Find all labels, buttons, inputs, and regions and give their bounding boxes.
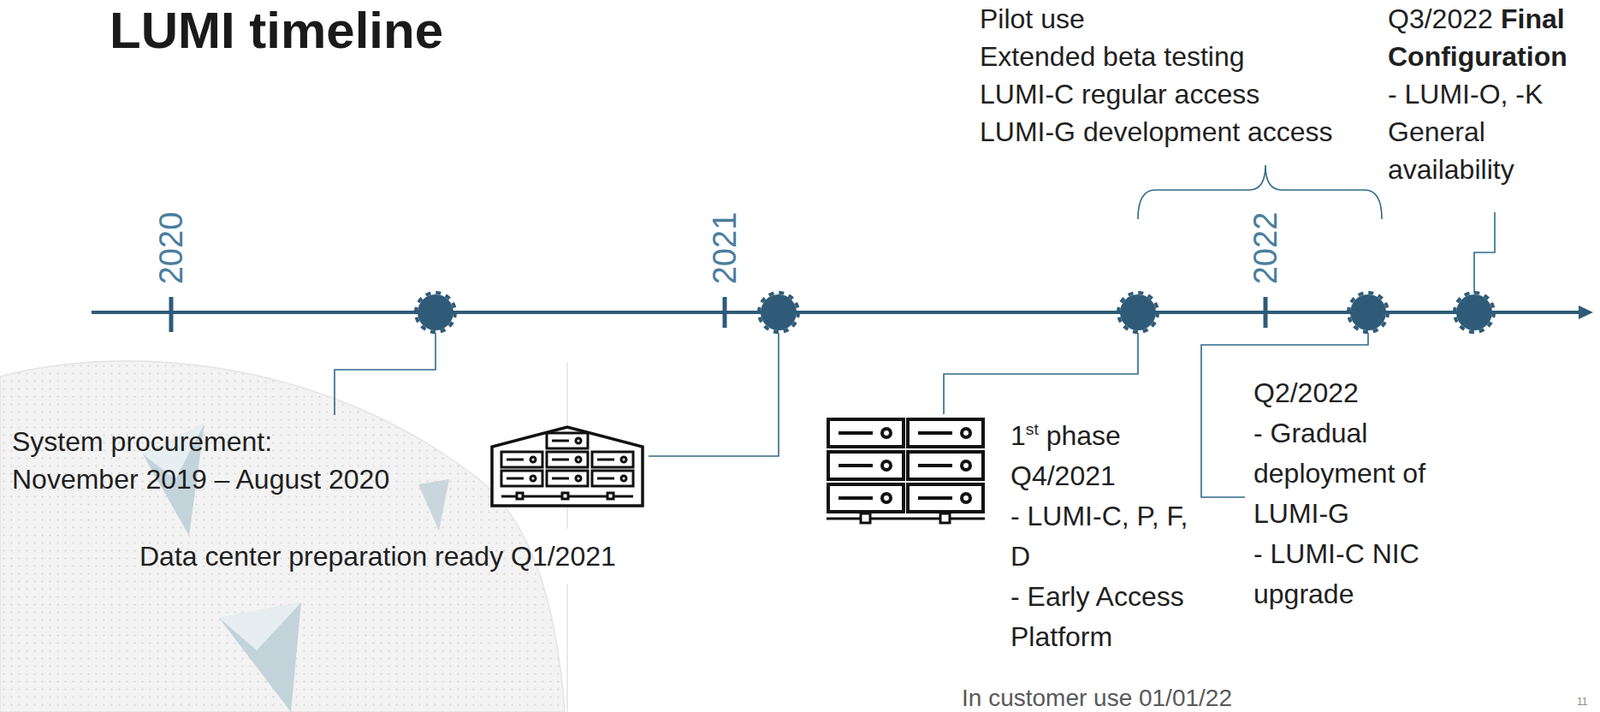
note-text: In customer use 01/01/22 (961, 682, 1233, 712)
milestone-text: - LUMI-C, P, F, D (1010, 496, 1191, 577)
phase-text: Extended beta testing (979, 37, 1382, 76)
milestone-text: Q4/2021 (1010, 456, 1191, 497)
milestone-text: - LUMI-C NIC upgrade (1253, 533, 1459, 615)
milestone-date: Q3/2022 (1387, 0, 1494, 38)
milestone-text: - Early Access Platform (1010, 576, 1191, 658)
year-label: 2022 (1245, 212, 1286, 285)
phase-text: LUMI-G development access (979, 112, 1382, 151)
milestone-text: Data center preparation ready Q1/2021 (139, 537, 617, 575)
year-label: 2020 (151, 212, 191, 285)
period-bracket (1137, 165, 1382, 220)
leader-lines (334, 212, 1495, 498)
building-illustration (0, 361, 568, 712)
slide-title: LUMI timeline (109, 3, 444, 58)
phase-text: Pilot use (979, 0, 1382, 38)
page-number: 11 (1576, 695, 1588, 708)
milestone-text: - LUMI-O, -K General availability (1387, 75, 1594, 189)
milestone-dots (415, 292, 1494, 332)
milestone-text: November 2019 – August 2020 (11, 460, 390, 498)
milestone-text: System procurement: (11, 422, 273, 461)
year-label: 2021 (705, 212, 745, 285)
datacenter-icon (491, 426, 643, 506)
milestone-text: - Gradual deployment of LUMI-G (1253, 413, 1459, 534)
milestone-text: Q2/2022 (1253, 373, 1459, 414)
milestone-heading: Final Configuration (1387, 0, 1594, 76)
phase-text: LUMI-C regular access (979, 75, 1382, 113)
milestone-text: 1st phase (1010, 415, 1191, 457)
server-icon (826, 419, 985, 523)
